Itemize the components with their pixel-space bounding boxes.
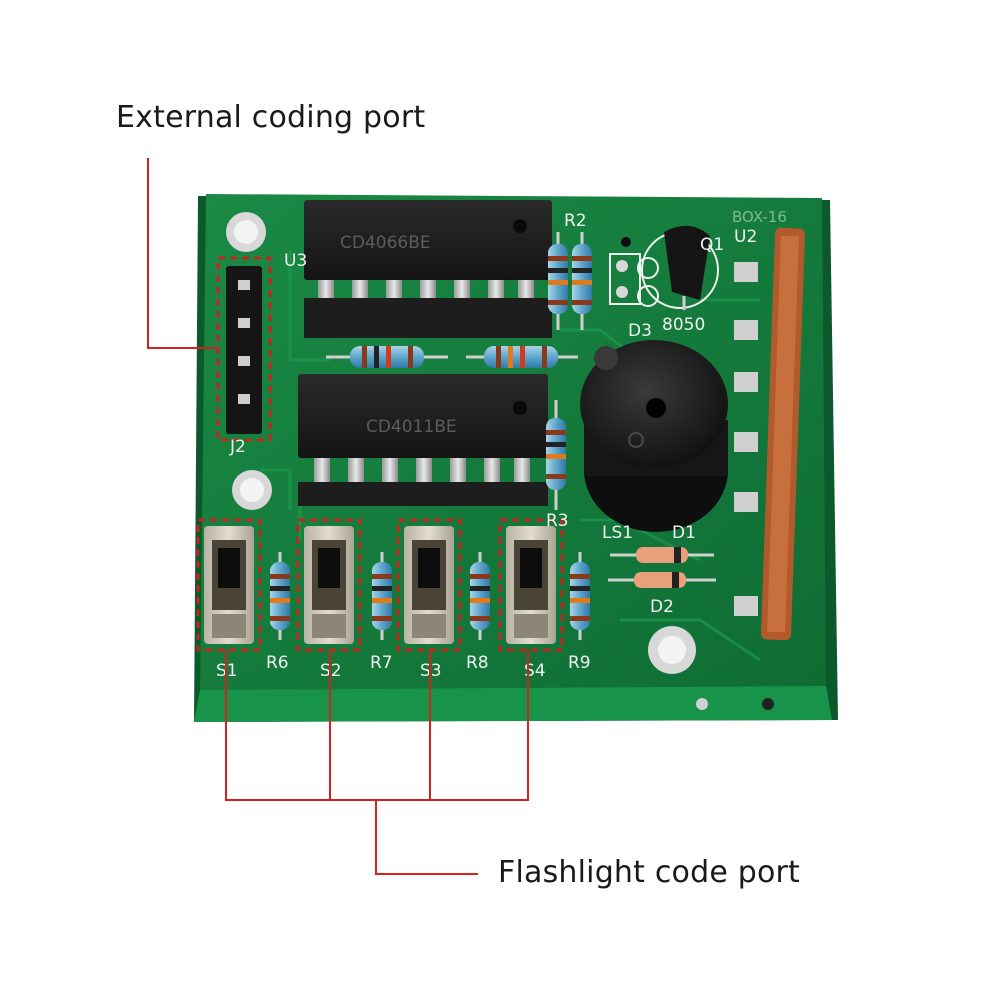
u4-chip-marking: CD4011BE xyxy=(366,417,457,437)
external-port-callout-line xyxy=(147,158,218,349)
silk-8050: 8050 xyxy=(662,315,705,335)
diode-d2 xyxy=(608,572,716,588)
silk-d1: D1 xyxy=(672,523,696,543)
flashlight-callout-leader xyxy=(375,800,478,875)
resistor-r8 xyxy=(470,552,490,640)
resistor-r7 xyxy=(372,552,392,640)
resistor xyxy=(572,232,592,330)
slide-switch-s4[interactable] xyxy=(506,526,556,644)
resistor xyxy=(326,346,448,368)
flashlight-code-port-label: Flashlight code port xyxy=(498,855,801,890)
slide-switch-s3[interactable] xyxy=(404,526,454,644)
mounting-hole xyxy=(232,470,272,510)
mounting-hole xyxy=(648,626,696,674)
u3-chip xyxy=(304,200,552,338)
resistor-r6 xyxy=(270,552,290,640)
silk-box16: BOX-16 xyxy=(732,208,787,226)
external-coding-port-label: External coding port xyxy=(116,100,426,135)
u4-chip xyxy=(298,374,548,506)
silk-d2: D2 xyxy=(650,597,674,617)
silk-q1: Q1 xyxy=(700,235,724,255)
slide-switch-s2[interactable] xyxy=(304,526,354,644)
buzzer xyxy=(580,340,728,532)
silk-r6: R6 xyxy=(266,653,289,673)
pcb-bottom-bevel xyxy=(194,686,832,722)
silk-r7: R7 xyxy=(370,653,393,673)
silk-r3: R3 xyxy=(546,511,569,531)
resistor xyxy=(466,346,578,368)
s4-highlight-box xyxy=(498,518,564,652)
diode-d1 xyxy=(610,547,714,563)
resistor-r9 xyxy=(570,552,590,640)
j2-header xyxy=(226,266,262,434)
q1-transistor xyxy=(664,225,710,310)
silk-r8: R8 xyxy=(466,653,489,673)
silk-j2: J2 xyxy=(229,437,246,457)
resistor xyxy=(548,232,568,330)
q1-footprint xyxy=(609,231,719,309)
u3-chip-marking: CD4066BE xyxy=(340,233,431,253)
silk-s4: S4 xyxy=(524,661,546,681)
mounting-hole xyxy=(226,212,266,252)
silk-r9: R9 xyxy=(568,653,591,673)
slide-switch-s1[interactable] xyxy=(204,526,254,644)
silk-ls1: LS1 xyxy=(602,523,633,543)
resistor xyxy=(546,400,566,510)
silk-u3: U3 xyxy=(284,251,307,271)
via-hole xyxy=(696,698,708,710)
silk-r2: R2 xyxy=(564,211,587,231)
silk-d3: D3 xyxy=(628,321,652,341)
s1-highlight-box xyxy=(196,518,262,652)
via-hole xyxy=(762,698,774,710)
u2-module xyxy=(734,227,805,641)
silk-u2: U2 xyxy=(734,227,757,247)
